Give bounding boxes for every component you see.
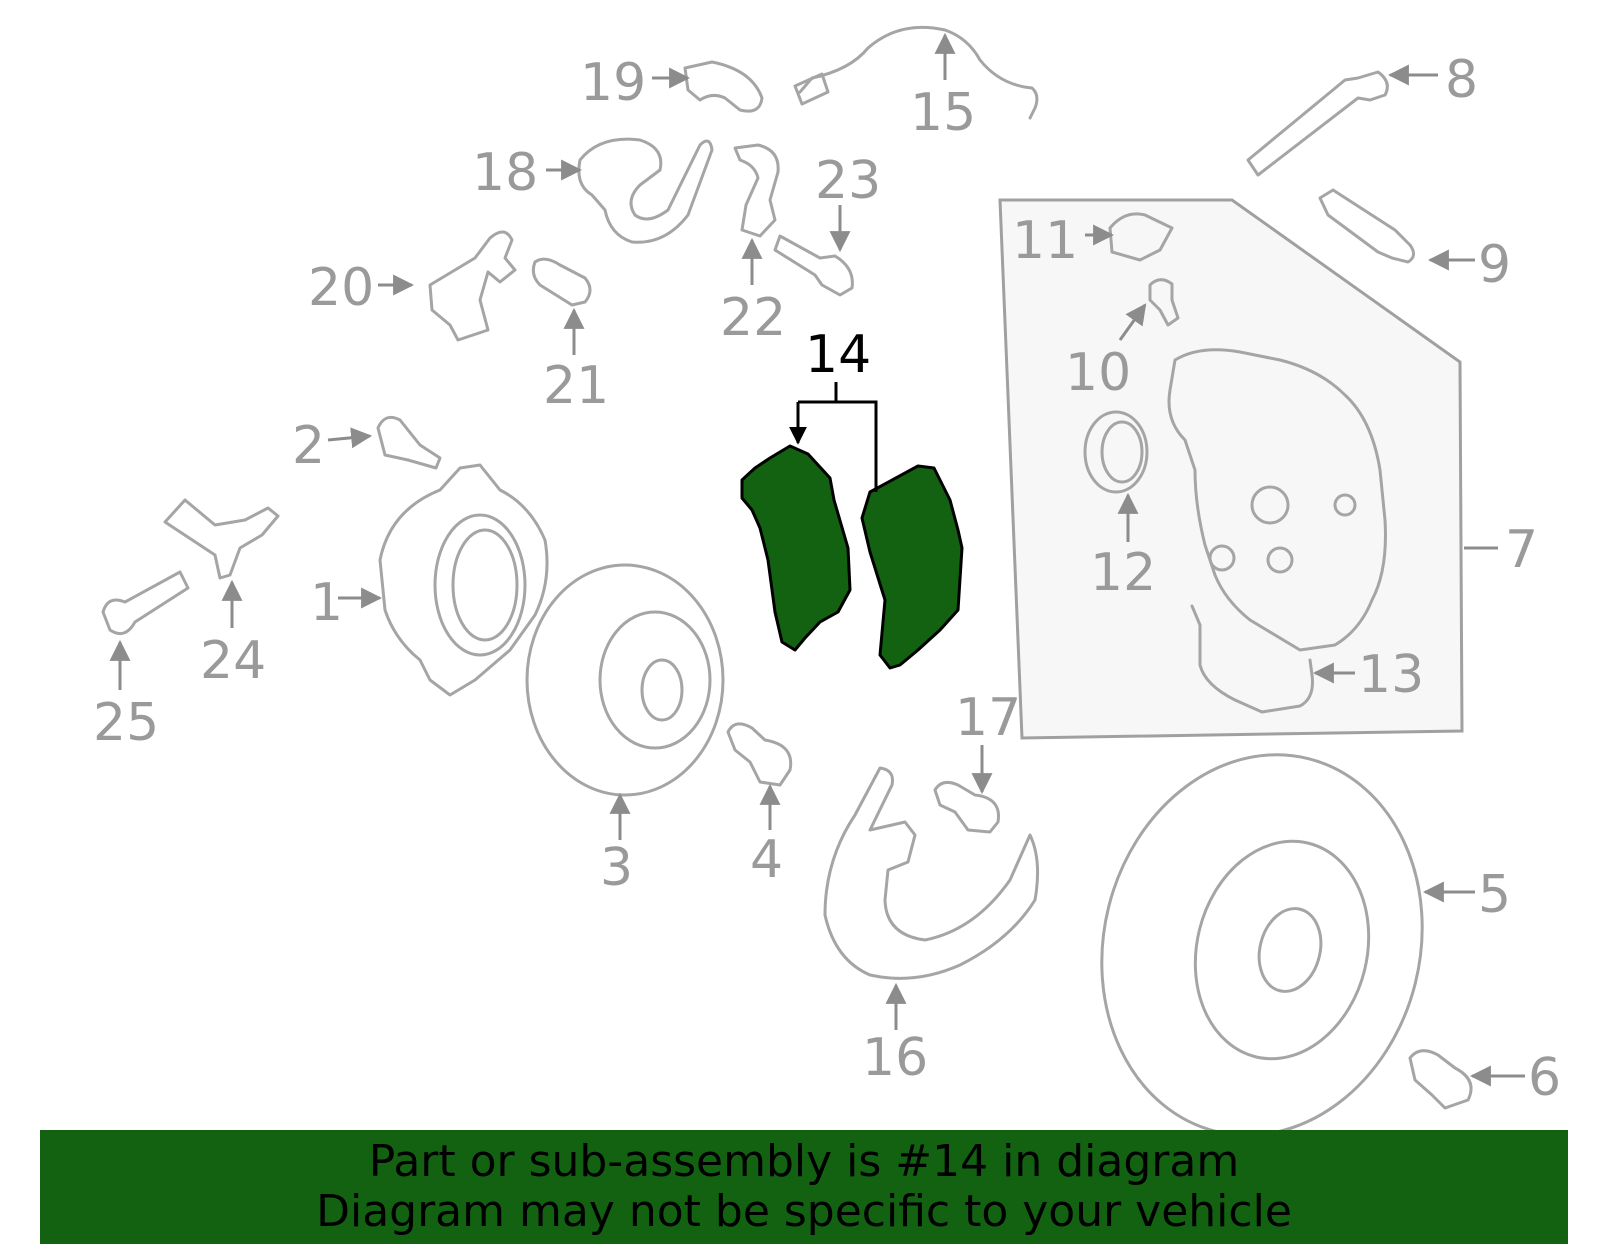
info-banner: Part or sub-assembly is #14 in diagram D… — [40, 1130, 1568, 1244]
callout-14: 14 — [805, 325, 871, 385]
part-24-abs-sensor — [163, 498, 280, 580]
callout-1: 1 — [310, 573, 343, 633]
callout-20: 20 — [308, 258, 374, 318]
part-4-bolt — [726, 722, 793, 787]
leader-2 — [327, 427, 373, 449]
callout-10: 10 — [1065, 343, 1131, 403]
part-5-disc-hat — [1193, 839, 1371, 1061]
part-25-bolt — [101, 570, 190, 636]
part-17-bolt — [933, 780, 1001, 834]
callout-15: 15 — [910, 83, 976, 143]
callout-2: 2 — [292, 416, 325, 476]
part-10-bleeder — [1148, 278, 1180, 327]
callout-21: 21 — [543, 356, 609, 416]
part-14-bracket-line — [798, 400, 878, 492]
callout-18: 18 — [472, 143, 538, 203]
part-2-stud — [376, 415, 442, 470]
part-20-bracket — [428, 230, 517, 342]
part-9-guide-pin — [1318, 188, 1415, 264]
part-14-pad-inner — [740, 444, 852, 652]
callout-5: 5 — [1478, 865, 1511, 925]
part-5-disc-outer — [1100, 753, 1424, 1137]
callout-25: 25 — [93, 693, 159, 753]
part-6-bolt — [1408, 1049, 1473, 1110]
part-3-hub-center — [640, 658, 684, 722]
part-14-pad-outer — [860, 464, 964, 670]
part-1-bearing-inner — [451, 528, 519, 642]
part-12-seal-outer — [1083, 410, 1149, 494]
callout-17: 17 — [955, 688, 1021, 748]
callout-22: 22 — [720, 288, 786, 348]
part-3-hub-face — [598, 610, 712, 750]
caliper-kit-box — [998, 198, 1464, 740]
part-13-sensor — [1190, 604, 1314, 714]
callout-16: 16 — [862, 1028, 928, 1088]
part-15-connector — [793, 72, 830, 106]
leader-10 — [1118, 303, 1147, 341]
part-16-dust-shield — [823, 766, 1040, 980]
callout-3: 3 — [600, 838, 633, 898]
callout-12: 12 — [1090, 543, 1156, 603]
callout-8: 8 — [1445, 50, 1478, 110]
part-12-seal-inner — [1100, 420, 1144, 484]
callout-13: 13 — [1358, 645, 1424, 705]
part-7-caliper — [1167, 348, 1387, 652]
part-3-hub-flange — [525, 563, 725, 797]
part-22-bracket — [733, 143, 780, 238]
part-1-bearing-housing — [378, 463, 549, 697]
part-19-clip — [683, 60, 764, 113]
part-23-bolt — [773, 234, 854, 297]
part-7-bore-2 — [1266, 546, 1294, 574]
callout-7: 7 — [1505, 520, 1538, 580]
banner-line-1: Part or sub-assembly is #14 in diagram — [368, 1136, 1240, 1187]
part-15-sensor-wire — [798, 25, 1039, 120]
callout-11: 11 — [1012, 211, 1078, 271]
callout-9: 9 — [1478, 235, 1511, 295]
part-7-bore-1 — [1250, 485, 1290, 525]
part-8-bolt — [1246, 70, 1389, 177]
callout-4: 4 — [750, 830, 783, 890]
part-21-bolt — [531, 257, 592, 307]
callout-23: 23 — [815, 151, 881, 211]
callout-19: 19 — [580, 53, 646, 113]
part-11-cap — [1108, 212, 1174, 262]
part-5-disc-bore — [1257, 907, 1323, 993]
callout-24: 24 — [200, 631, 266, 691]
part-7-bore-4 — [1333, 493, 1357, 517]
part-18-harness — [577, 137, 714, 244]
part-1-bearing-bore — [433, 513, 527, 657]
part-7-bore-3 — [1208, 544, 1236, 572]
callout-6: 6 — [1528, 1048, 1561, 1108]
banner-line-2: Diagram may not be specific to your vehi… — [316, 1186, 1292, 1237]
